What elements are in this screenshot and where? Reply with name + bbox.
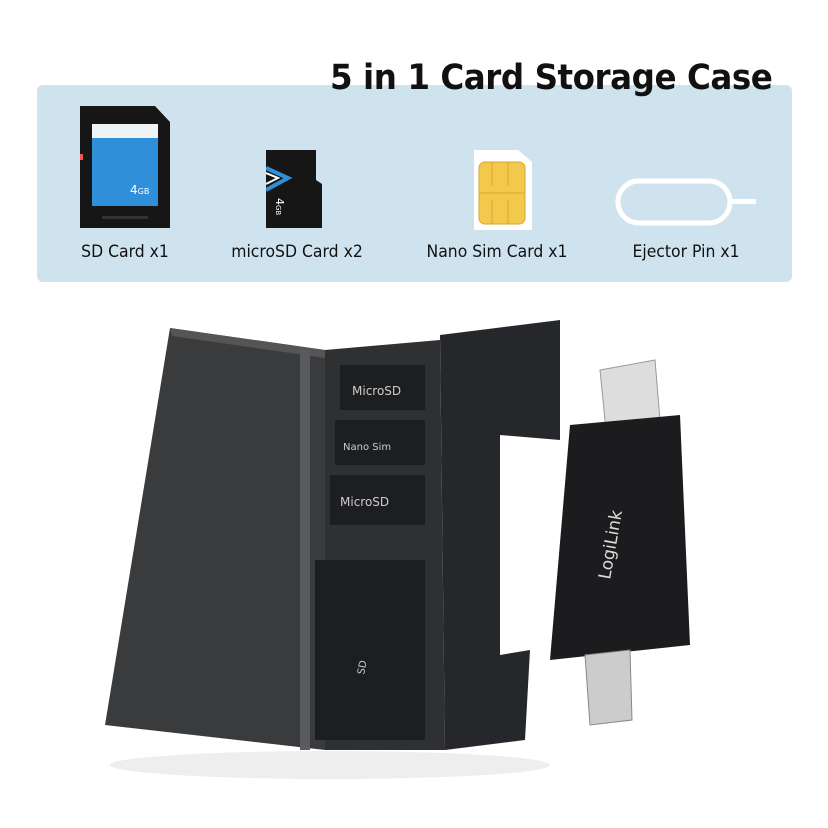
- card-reader-illustration: LogiLink: [550, 359, 690, 726]
- microsd-card-icon: 4GB: [266, 150, 322, 228]
- ejector-pin-icon: [615, 178, 756, 226]
- page-title: 5 in 1 Card Storage Case: [330, 58, 773, 98]
- item-label-microsd: microSD Card x2: [231, 242, 363, 262]
- storage-case-illustration: MicroSD Nano Sim MicroSD SD: [105, 320, 560, 779]
- item-label-sd: SD Card x1: [81, 242, 169, 262]
- slot-label-nano-sim: Nano Sim: [343, 442, 391, 453]
- sim-card-icon: [474, 150, 532, 230]
- item-label-pin: Ejector Pin x1: [632, 242, 740, 262]
- slot-label-microsd-2: MicroSD: [340, 495, 389, 509]
- slot-label-microsd-1: MicroSD: [352, 384, 401, 398]
- item-label-sim: Nano Sim Card x1: [426, 242, 568, 262]
- sd-card-icon: 4GB: [80, 106, 170, 228]
- sd-capacity: 4GB: [130, 183, 149, 197]
- slot-label-sd: SD: [356, 659, 369, 675]
- microsd-capacity: 4GB: [273, 198, 286, 215]
